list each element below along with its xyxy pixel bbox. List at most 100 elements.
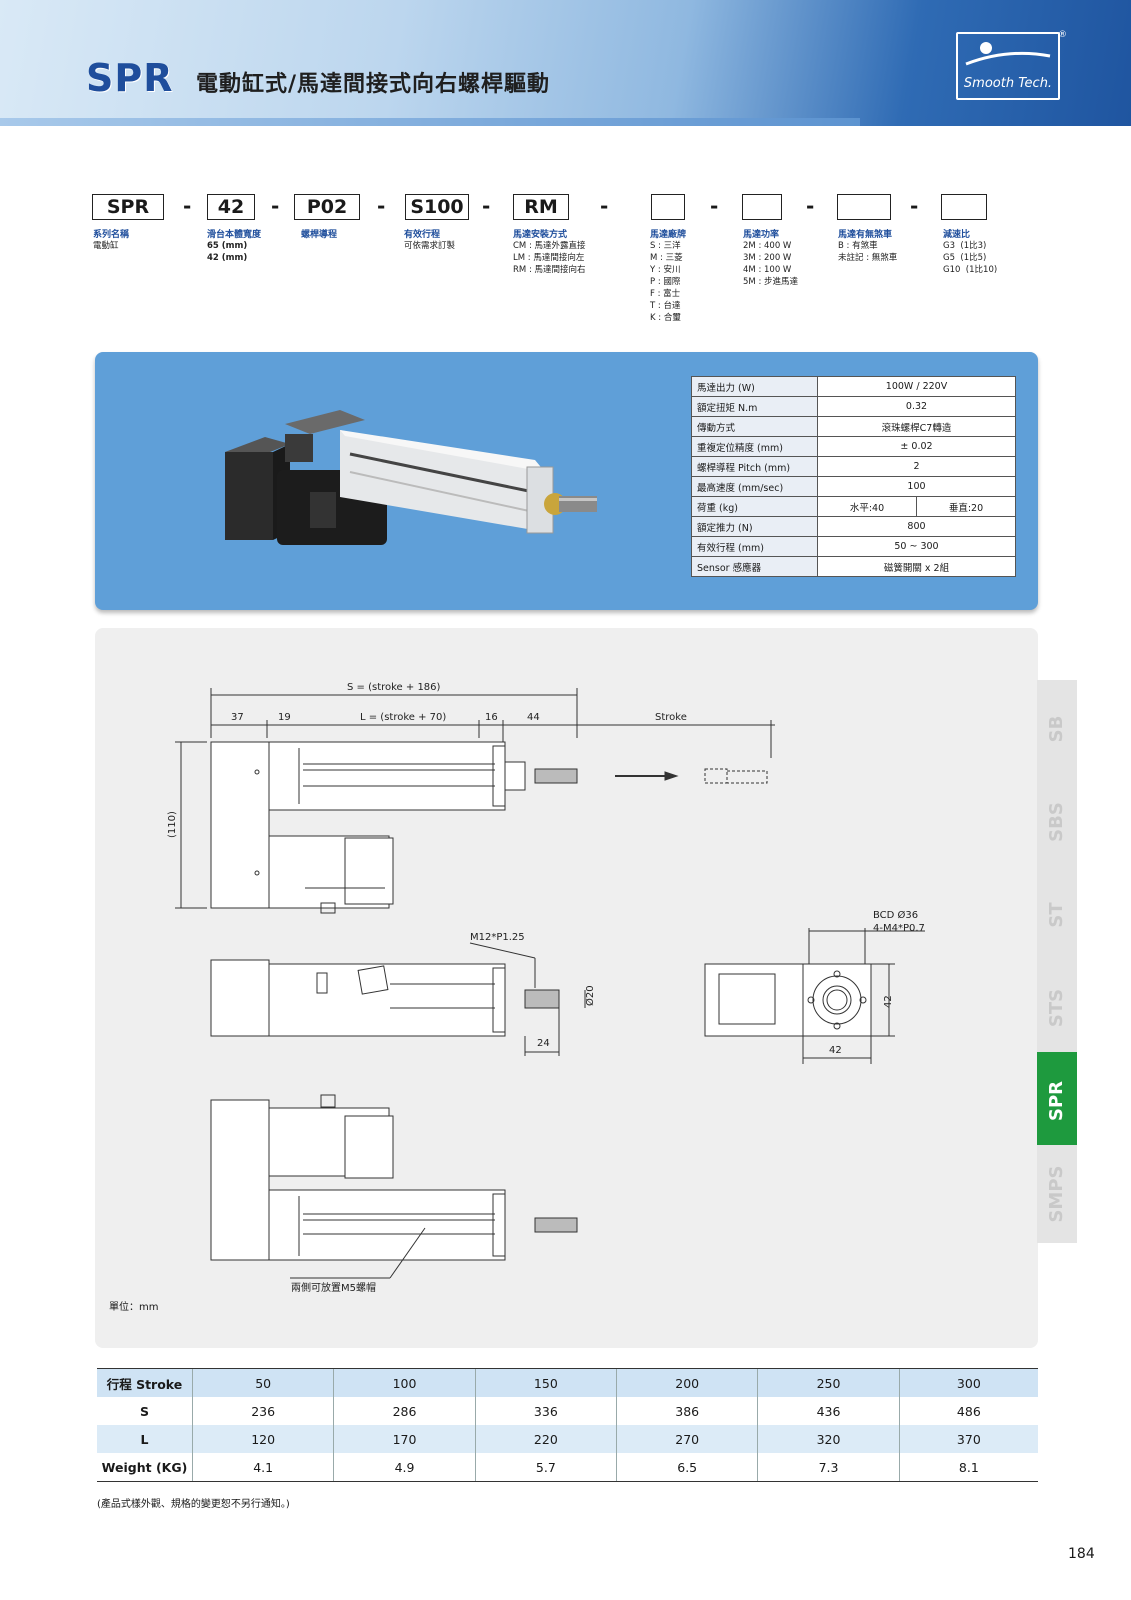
code-box-brake — [837, 194, 891, 220]
spec-row: 螺桿導程 Pitch (mm)2 — [691, 456, 1016, 477]
spec-value: 滾珠螺桿C7轉造 — [817, 416, 1016, 437]
code-box-brand — [651, 194, 685, 220]
code-box-ratio — [941, 194, 987, 220]
stroke-label: Stroke — [655, 712, 687, 723]
table-cell: 4.9 — [333, 1453, 476, 1481]
table-cell: 300 — [898, 1369, 1038, 1397]
tab-st[interactable]: ST — [1037, 866, 1077, 964]
table-cell: 150 — [474, 1369, 617, 1397]
spec-value: 800 — [817, 516, 1016, 537]
product-photo — [225, 410, 597, 545]
code-head-power: 馬達功率 — [743, 230, 780, 240]
tab-sb[interactable]: SB — [1037, 680, 1077, 778]
table-cell: 270 — [616, 1425, 758, 1453]
page-header — [0, 0, 1131, 126]
tab-label: STS — [1046, 988, 1067, 1028]
spec-value: 0.32 — [817, 396, 1016, 417]
drawing-panel: S = (stroke + 186) 37 19 L = (stroke + 7… — [95, 628, 1038, 1348]
code-sub-mount: CM : 馬達外露直接 LM : 馬達間接向左 RM : 馬達間接向右 — [513, 241, 586, 275]
spec-value: 磁簧開關 x 2組 — [817, 556, 1016, 577]
code-box-stroke: S100 — [405, 194, 469, 220]
table-cell: 436 — [757, 1397, 900, 1425]
registered-mark: ® — [1058, 30, 1067, 40]
spec-key: Sensor 感應器 — [691, 556, 818, 577]
table-cell: 6.5 — [616, 1453, 758, 1481]
code-head-mount: 馬達安裝方式 — [513, 230, 568, 240]
tab-label: SBS — [1046, 802, 1067, 842]
logo-text: Smooth Tech. — [963, 76, 1053, 91]
spec-value-vertical: 垂直:20 — [916, 496, 1016, 517]
table-cell: 336 — [474, 1397, 617, 1425]
spec-value-horizontal: 水平:40 — [817, 496, 917, 517]
d20-label: Ø20 — [584, 985, 596, 1006]
unit-label: 單位：mm — [109, 1302, 159, 1313]
table-cell: 250 — [757, 1369, 900, 1397]
tab-smps[interactable]: SMPS — [1037, 1145, 1077, 1243]
spec-value: 100 — [817, 476, 1016, 497]
code-dash: - — [910, 194, 919, 218]
tab-label: SMPS — [1046, 1165, 1067, 1223]
spec-key: 額定扭矩 N.m — [691, 396, 818, 417]
header-stripe — [0, 118, 860, 126]
table-cell: 170 — [333, 1425, 476, 1453]
tab-sts[interactable]: STS — [1037, 959, 1077, 1057]
spec-row: Sensor 感應器磁簧開關 x 2組 — [691, 556, 1016, 577]
m5-note: 兩側可放置M5螺帽 — [291, 1281, 376, 1294]
tab-spr[interactable]: SPR — [1037, 1052, 1077, 1150]
table-cell: 370 — [898, 1425, 1038, 1453]
spec-key: 最高速度 (mm/sec) — [691, 476, 818, 497]
table-row: Weight (KG) 4.1 4.9 5.7 6.5 7.3 8.1 — [97, 1453, 1038, 1481]
table-cell: 7.3 — [757, 1453, 900, 1481]
series-title: SPR — [86, 56, 174, 100]
table-cell: 486 — [898, 1397, 1038, 1425]
code-sub-brake: B : 有煞車 未註記 : 無煞車 — [838, 241, 898, 263]
table-cell: 4.1 — [191, 1453, 334, 1481]
table-cell: 286 — [333, 1397, 476, 1425]
spec-row: 馬達出力 (W)100W / 220V — [691, 376, 1016, 397]
code-head-stroke: 有效行程 — [404, 230, 441, 240]
code-sub-power: 2M : 400 W 3M : 200 W 4M : 100 W 5M : 步進… — [743, 241, 799, 287]
spec-value: 50 ~ 300 — [817, 536, 1016, 557]
code-box-series: SPR — [92, 194, 164, 220]
spec-key: 有效行程 (mm) — [691, 536, 818, 557]
tab-sbs[interactable]: SBS — [1037, 773, 1077, 871]
table-cell: 200 — [616, 1369, 758, 1397]
code-dash: - — [482, 194, 491, 218]
dim-19: 19 — [278, 712, 291, 723]
footnote: (產品式樣外觀、規格的變更恕不另行通知。) — [97, 1499, 290, 1510]
code-dash: - — [183, 194, 192, 218]
spec-key: 螺桿導程 Pitch (mm) — [691, 456, 818, 477]
spec-key: 荷重 (kg) — [691, 496, 818, 517]
code-sub-brand: S : 三洋 M : 三菱 Y : 安川 P : 國際 F : 富士 T : 台… — [650, 241, 683, 323]
table-cell: 386 — [616, 1397, 758, 1425]
spec-row: 有效行程 (mm)50 ~ 300 — [691, 536, 1016, 557]
m12-label: M12*P1.25 — [470, 932, 525, 943]
table-cell: 120 — [191, 1425, 334, 1453]
code-dash: - — [710, 194, 719, 218]
table-row: 行程 Stroke 50 100 150 200 250 300 — [97, 1369, 1038, 1397]
spec-row: 最高速度 (mm/sec)100 — [691, 476, 1016, 497]
dim-42-vertical: 42 — [883, 995, 894, 1008]
table-row: L 120 170 220 270 320 370 — [97, 1425, 1038, 1453]
spec-key: 重複定位精度 (mm) — [691, 436, 818, 457]
code-head-brand: 馬達廠牌 — [650, 230, 687, 240]
code-dash: - — [271, 194, 280, 218]
spec-value: 2 — [817, 456, 1016, 477]
code-head-pitch: 螺桿導程 — [301, 230, 338, 240]
code-box-pitch: P02 — [294, 194, 360, 220]
spec-row: 額定推力 (N)800 — [691, 516, 1016, 537]
l-formula-label: L = (stroke + 70) — [360, 712, 446, 723]
row-header: Weight (KG) — [97, 1453, 193, 1481]
dim-44: 44 — [527, 712, 540, 723]
spec-key: 傳動方式 — [691, 416, 818, 437]
table-cell: 100 — [333, 1369, 476, 1397]
row-header: S — [97, 1397, 193, 1425]
code-sub-series: 電動缸 — [93, 241, 119, 251]
code-box-mount: RM — [513, 194, 569, 220]
bcd-label: BCD Ø36 — [873, 909, 918, 921]
stroke-table-wrap: 行程 Stroke 50 100 150 200 250 300 S 236 2… — [97, 1368, 1038, 1482]
smooth-tech-logo — [956, 32, 1060, 100]
table-cell: 320 — [757, 1425, 900, 1453]
